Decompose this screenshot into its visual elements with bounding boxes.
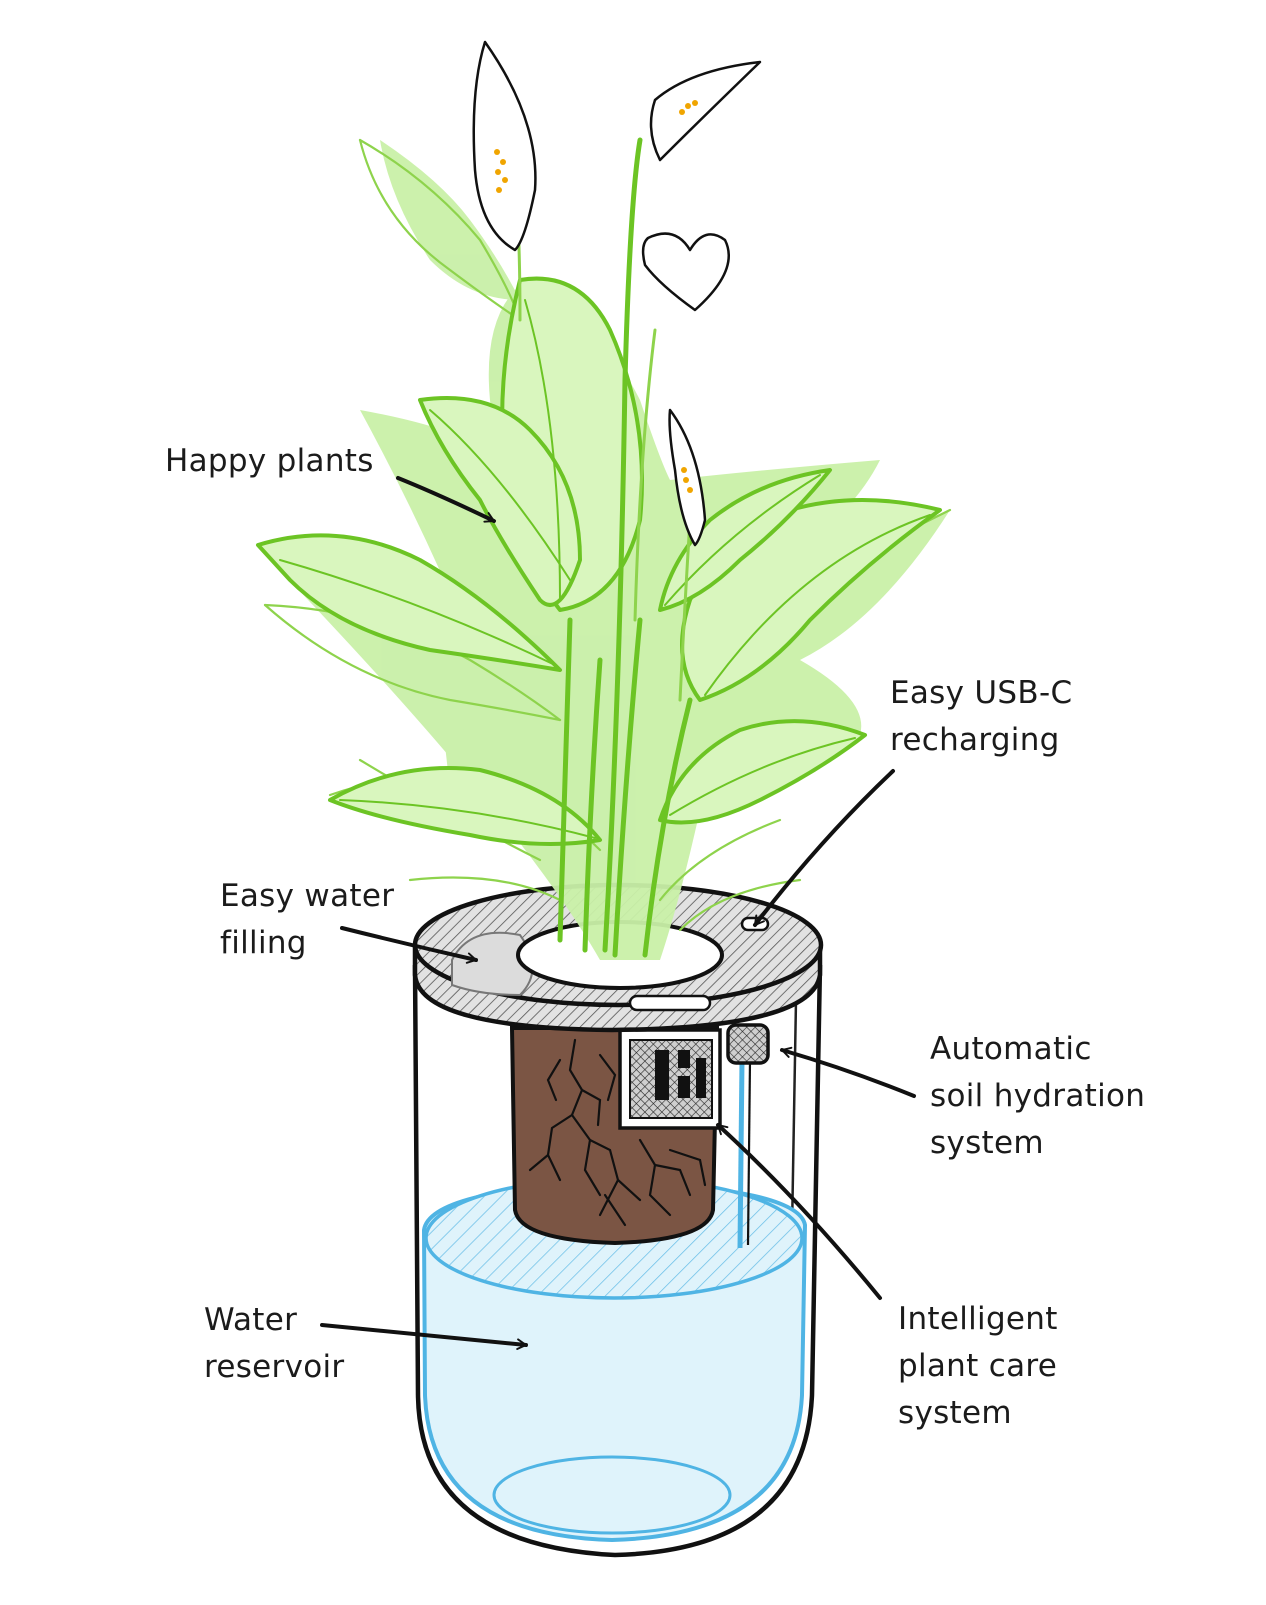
label-water-reservoir: Water reservoir [204, 1302, 345, 1385]
label-happy-plants: Happy plants [165, 443, 374, 479]
arrow-usb-c [753, 769, 895, 927]
label-soil-hydration: Automatic soil hydration system [930, 1031, 1146, 1161]
callout-arrows [320, 476, 916, 1350]
hydration-pump [726, 1023, 770, 1065]
arrow-plant-care [716, 1123, 882, 1300]
label-easy-water-filling: Easy water filling [220, 878, 395, 961]
arrow-reservoir [320, 1323, 528, 1350]
arrow-happy-plants [396, 476, 496, 523]
arrow-soil-hydration [780, 1046, 916, 1098]
label-usb-c-recharging: Easy USB-C recharging [890, 675, 1073, 758]
roots [528, 1038, 707, 1227]
peace-lily-plant [256, 137, 952, 960]
control-module [618, 1028, 722, 1130]
label-intelligent-plant-care: Intelligent plant care system [898, 1301, 1058, 1431]
peace-lily-flowers [472, 40, 762, 547]
arrow-water-filling [340, 926, 478, 964]
